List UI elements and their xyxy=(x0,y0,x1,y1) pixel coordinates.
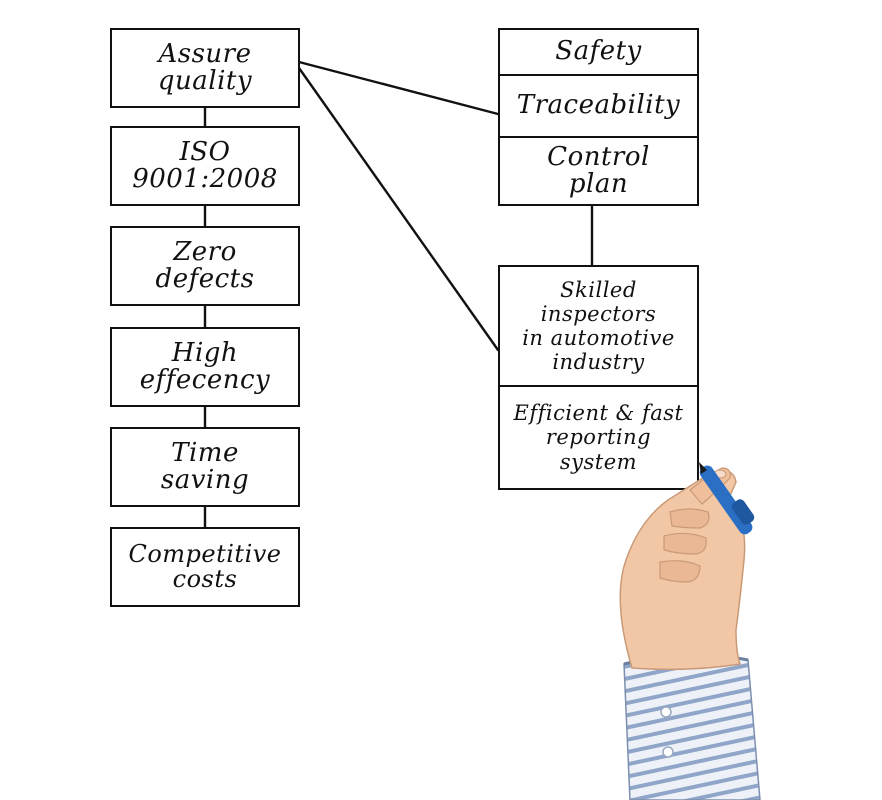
box-skilled-stack: Skilled inspectors in automotive industr… xyxy=(498,265,699,490)
label-zero-defects: Zero defects xyxy=(155,236,255,294)
label-skilled-inspectors: Skilled inspectors in automotive industr… xyxy=(522,277,675,375)
box-time-saving: Time saving xyxy=(110,427,300,507)
box-iso: ISO 9001:2008 xyxy=(110,126,300,206)
label-iso: ISO 9001:2008 xyxy=(132,136,278,194)
label-safety: Safety xyxy=(555,36,642,67)
connector-assure-to-skilled xyxy=(297,66,500,352)
label-traceability: Traceability xyxy=(516,90,681,121)
label-high-efficiency: High effecency xyxy=(139,337,271,395)
divider-safety xyxy=(500,74,697,76)
box-assure-quality: Assure quality xyxy=(110,28,300,108)
box-competitive-costs: Competitive costs xyxy=(110,527,300,607)
label-assure-quality: Assure quality xyxy=(157,38,253,96)
label-efficient-reporting: Efficient & fast reporting system xyxy=(513,401,684,474)
box-zero-defects: Zero defects xyxy=(110,226,300,306)
divider-traceability xyxy=(500,136,697,138)
box-high-efficiency: High effecency xyxy=(110,327,300,407)
label-competitive-costs: Competitive costs xyxy=(128,539,282,593)
box-safety-stack: Safety Traceability Control plan xyxy=(498,28,699,206)
divider-skilled xyxy=(500,385,697,387)
connector-assure-to-traceability xyxy=(297,60,500,116)
label-control-plan: Control plan xyxy=(547,141,650,199)
label-time-saving: Time saving xyxy=(160,437,250,495)
